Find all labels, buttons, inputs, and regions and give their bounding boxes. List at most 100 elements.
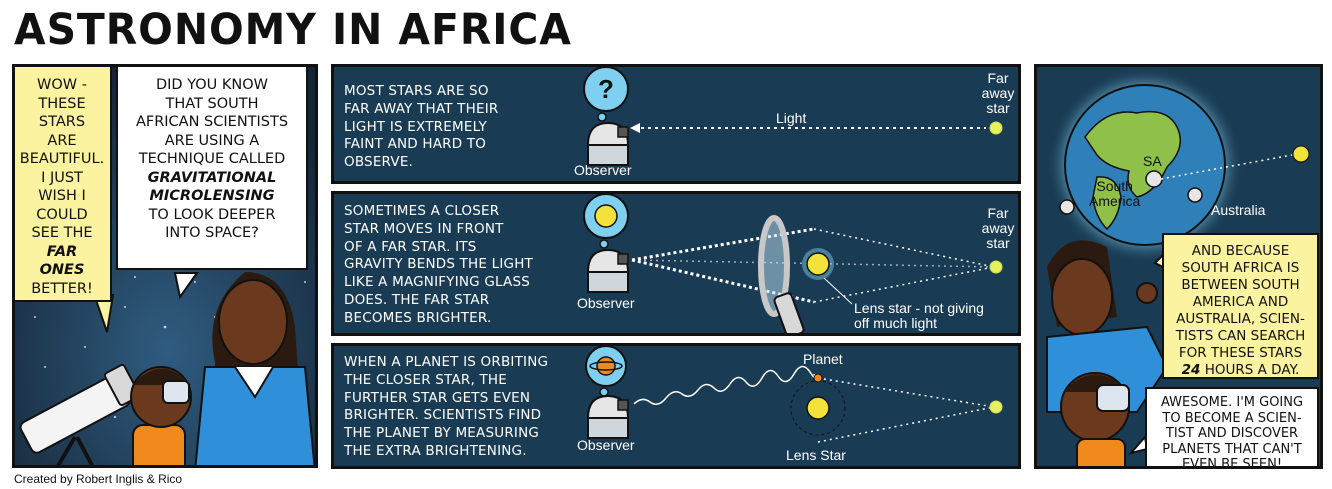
label-line: away [981,220,1015,236]
planet-label: Planet [803,351,843,367]
observatory-icon [586,394,630,439]
balloon-line: WOW - [37,77,87,93]
label-line: away [981,85,1015,101]
observatory-icon [1187,187,1203,203]
far-star-icon [989,260,1003,274]
balloon-line: THESE [38,95,86,112]
balloon-emphasis: 24 [1181,362,1201,378]
sa-label: SA [1143,153,1162,169]
balloon-line: AND BECAUSE [1191,243,1290,259]
balloon-line: EVEN BE SEEN! [1181,457,1283,469]
text-line: THE CLOSER STAR, THE [344,371,507,388]
balloon-line: TO LOOK DEEPER [148,206,276,223]
text-line: OBSERVE. [344,154,414,171]
panel-2-text: MOST STARS ARE SO FAR AWAY THAT THEIR LI… [344,83,498,172]
observer-label: Observer [574,162,632,178]
panel-5-scene [1046,67,1310,466]
text-line: MOST STARS ARE SO [344,83,489,99]
label-line: Far [987,205,1009,221]
australia-label: Australia [1211,202,1266,218]
ringed-planet-icon [589,356,623,376]
text-line: LIKE A MAGNIFYING GLASS [344,274,530,291]
balloon-line: BETWEEN SOUTH [1181,277,1300,293]
text-line: THE PLANET BY MEASURING [344,425,540,442]
observer-label: Observer [577,437,635,453]
balloon-line: SOUTH AFRICA IS [1181,260,1300,276]
balloon-line: I JUST [41,169,83,186]
balloon-line: TIST AND DISCOVER [1165,426,1299,441]
lens-star-label: Lens Star [786,447,846,463]
panel-3-diagram [583,194,1003,333]
far-star-label: Far away star [980,71,1016,116]
balloon-emphasis: ONES [39,262,85,278]
panel-3-text: SOMETIMES A CLOSER STAR MOVES IN FRONT O… [344,203,533,328]
balloon-line: BEAUTIFUL. [19,151,105,167]
text-line: SOMETIMES A CLOSER [344,203,500,219]
text-line: BECOMES BRIGHTER. [344,309,492,326]
text-line: THE EXTRA BRIGHTENING. [344,442,527,459]
observatory-icon [1145,170,1163,188]
far-star-icon [989,400,1003,414]
far-star-label: Far away star [980,206,1016,251]
text-line: GRAVITY BENDS THE LIGHT [344,256,533,273]
smiling-star-icon [1292,145,1310,163]
credit-line: Created by Robert Inglis & Rico [14,472,183,486]
balloon-line: INTO SPACE? [165,225,259,241]
text-line: WHEN A PLANET IS ORBITING [344,354,549,370]
planet-icon [813,373,823,383]
balloon-line: HOURS A DAY. [1204,362,1300,378]
label-line: South [1096,178,1133,194]
comic-title: ASTRONOMY IN AFRICA [14,5,572,55]
panel-4-diagram [585,346,1003,443]
panel-4-text: WHEN A PLANET IS ORBITING THE CLOSER STA… [344,354,548,461]
question-mark-icon: ? [598,74,614,104]
balloon-emphasis: FAR [46,243,78,260]
balloon-line: AMERICA AND [1192,294,1289,310]
lens-star-icon [806,396,830,420]
balloon-line: BETTER! [31,280,93,297]
panel-5: SA South America Australia AND BECAUSE S… [1034,64,1323,469]
woman-illustration [194,272,315,465]
balloon-line: ARE [47,132,77,149]
balloon-line: ARE USING A [164,132,260,149]
balloon-line: TECHNIQUE CALLED [138,151,286,167]
balloon-line: DID YOU KNOW [155,77,269,93]
balloon-line: AUSTRALIA, SCIEN- [1176,311,1305,327]
observatory-icon [586,121,630,166]
label-line: America [1089,193,1141,209]
balloon-line: SEE THE [31,225,93,241]
balloon-line: THAT SOUTH [165,95,259,112]
boy-illustration [130,366,192,465]
balloon-line: WISH I [38,188,86,204]
thought-bubble [583,67,629,112]
text-line: DOES. THE FAR STAR [344,291,490,308]
balloon-line: AWESOME. I'M GOING [1160,395,1304,410]
balloon-emphasis: MICROLENSING [149,188,275,204]
light-label: Light [776,110,807,126]
observatory-icon [586,248,630,293]
wavy-light-ray [633,365,817,405]
balloon-line: TISTS CAN SEARCH [1175,328,1306,344]
panel-3: SOMETIMES A CLOSER STAR MOVES IN FRONT O… [331,191,1021,336]
label-line: star [986,100,1010,116]
balloon-line: AFRICAN SCIENTISTS [135,114,289,130]
south-america-landmass [1092,176,1122,231]
balloon-line: COULD [36,206,88,223]
text-line: BRIGHTER. SCIENTISTS FIND [344,407,542,424]
observatory-icon [1059,199,1075,215]
lens-star-label: Lens star - not giving off much light [854,301,984,331]
text-line: LIGHT IS EXTREMELY [344,118,487,135]
balloon-line: STARS [38,114,86,130]
smiling-star-icon [594,204,618,228]
woman-speech-balloon: DID YOU KNOW THAT SOUTH AFRICAN SCIENTIS… [116,67,308,270]
boy-illustration [1060,372,1130,466]
label-line: Lens star - not giving [854,300,984,316]
lens-star-icon [806,252,830,276]
panel-2-diagram [583,67,1003,166]
text-line: OF A FAR STAR. ITS [344,238,477,255]
panel-1: WOW - THESE STARS ARE BEAUTIFUL. I JUST … [12,64,318,468]
text-line: FAINT AND HARD TO [344,136,487,153]
woman-speech-balloon: AND BECAUSE SOUTH AFRICA IS BETWEEN SOUT… [1162,233,1319,379]
balloon-line: FOR THESE STARS [1178,345,1303,361]
south-america-label: South America [1089,179,1140,209]
